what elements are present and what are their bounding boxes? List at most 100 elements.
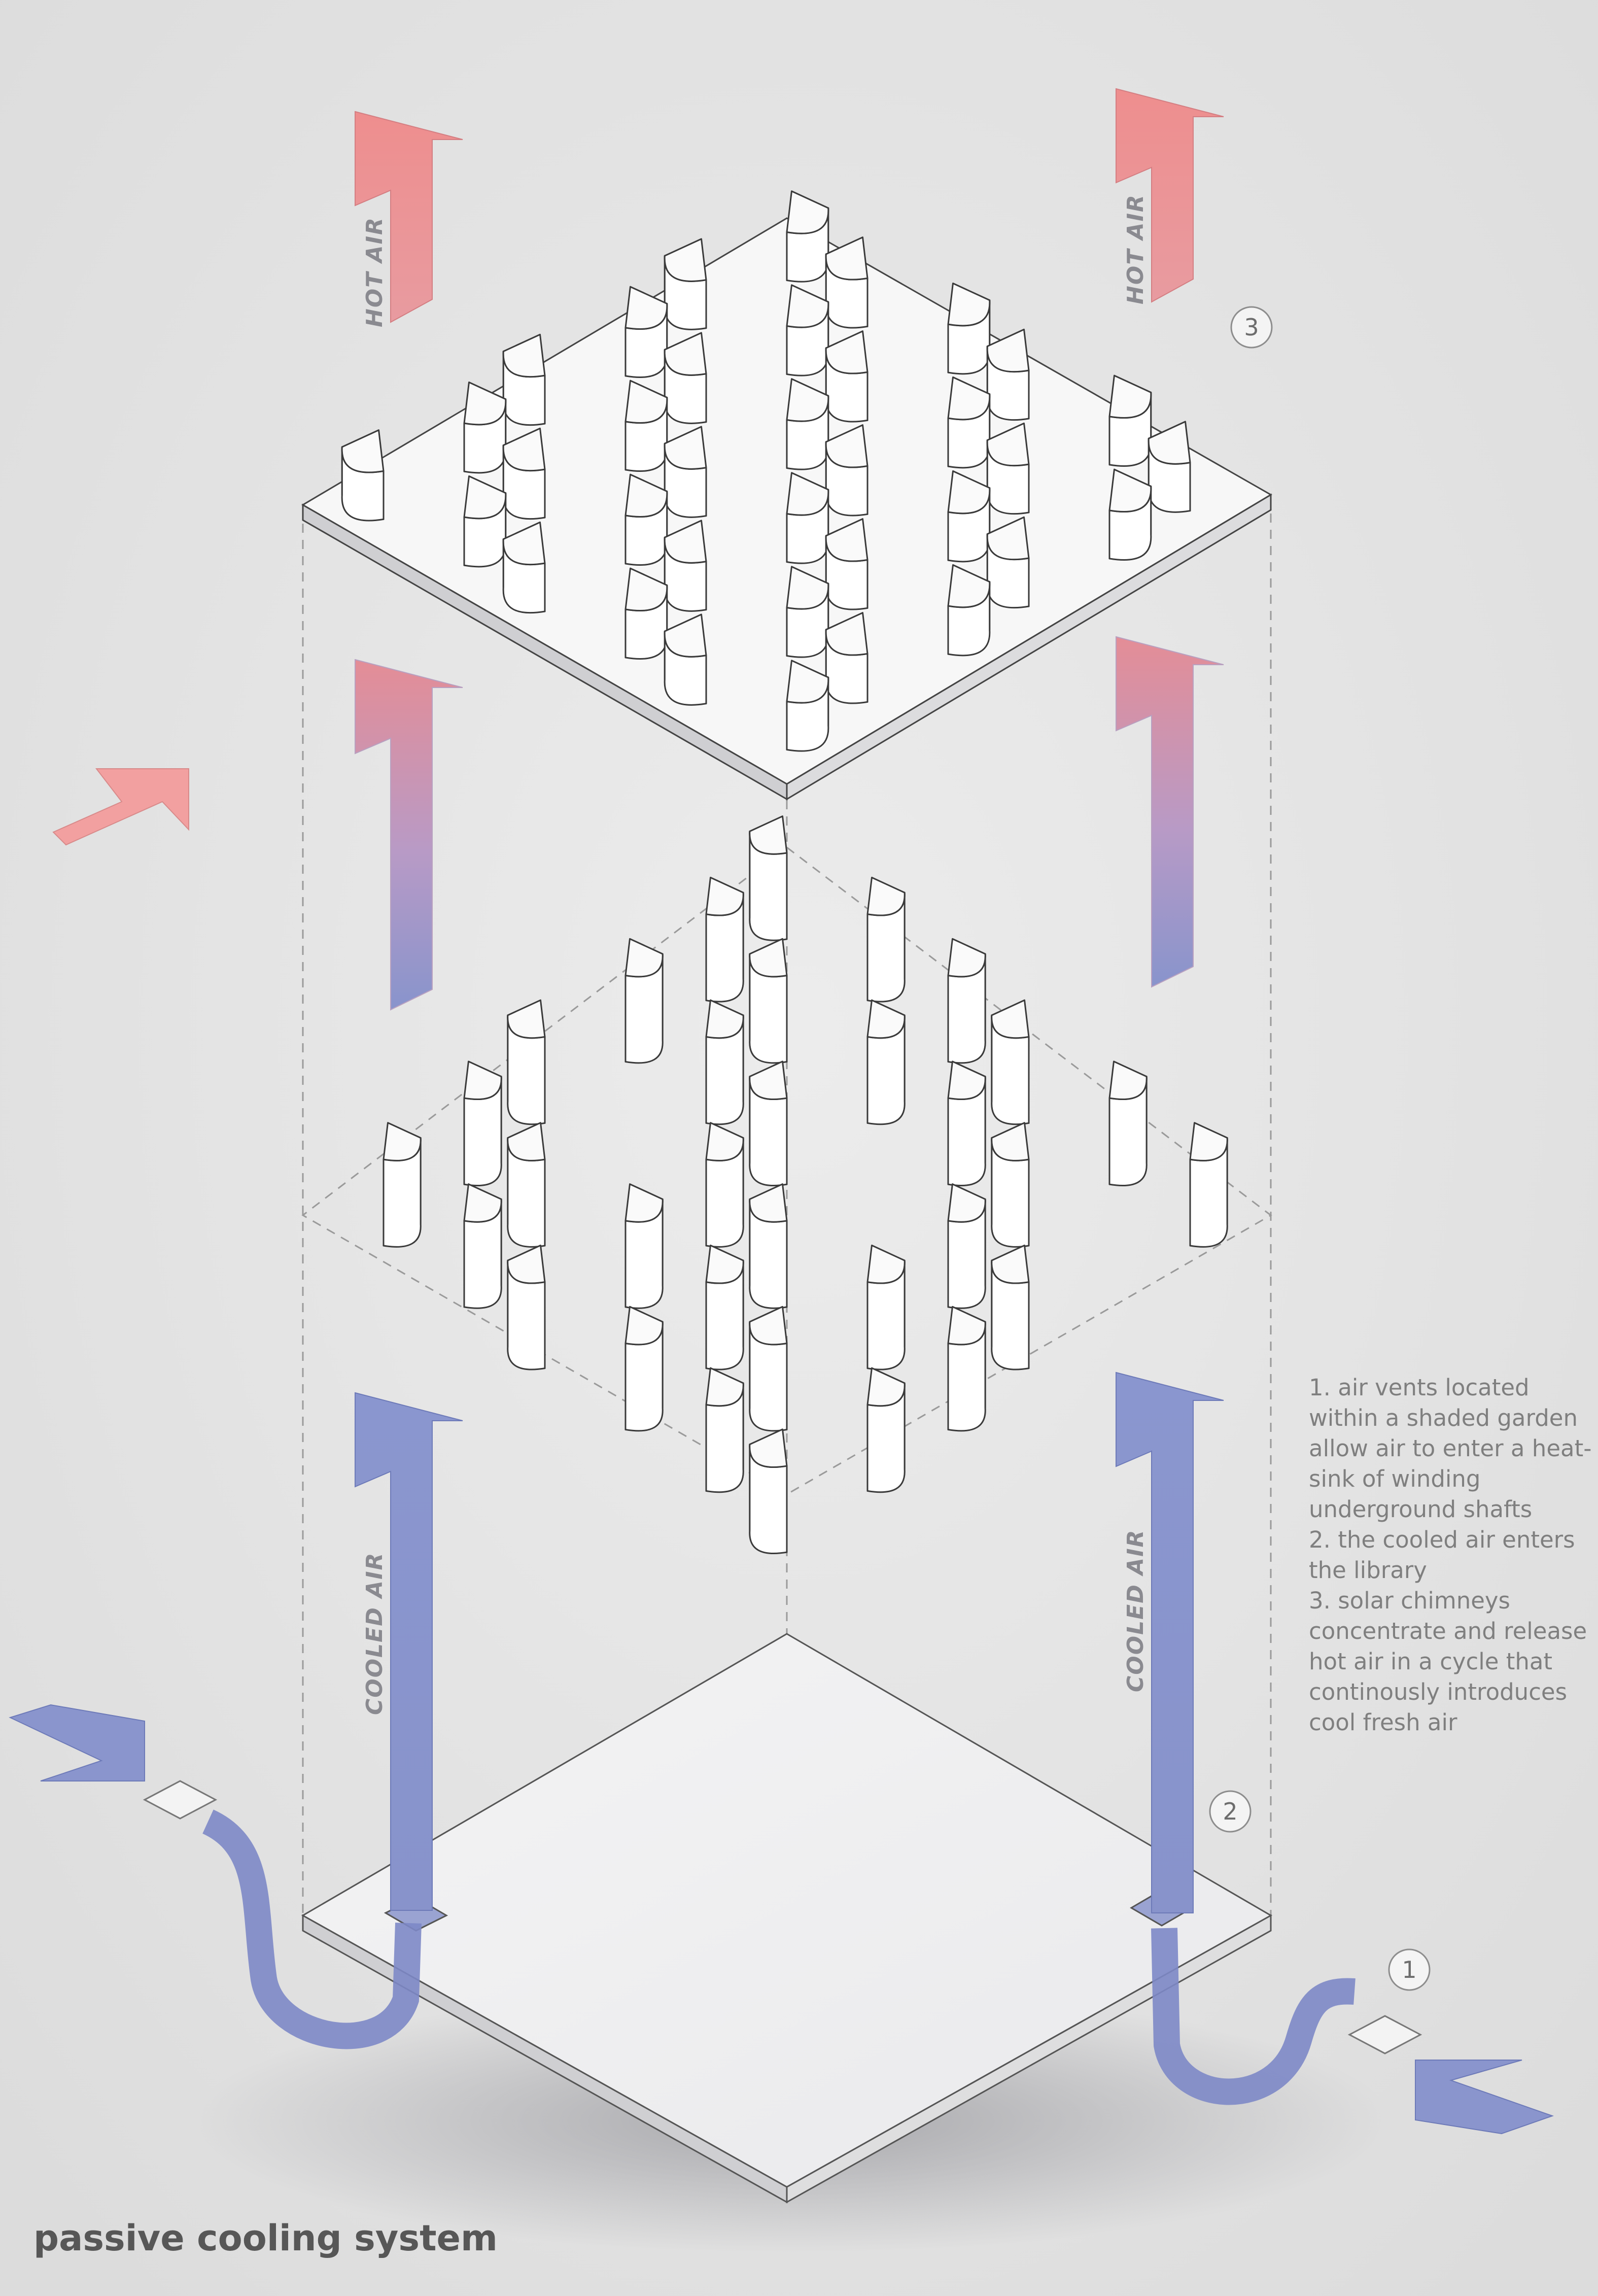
library-block-29-cap xyxy=(749,1306,788,1346)
underground-shaft-right xyxy=(1151,1928,1356,2105)
roof-chimney-17-cap xyxy=(502,427,546,472)
roof-chimney-4-cap xyxy=(624,286,668,330)
library-block-30-cap xyxy=(947,1306,986,1346)
roof-chimney-13-cap xyxy=(786,378,829,422)
roof-chimney-20-cap xyxy=(986,422,1030,467)
roof-chimney-26-cap xyxy=(1108,468,1152,512)
roof-chimney-5-cap xyxy=(786,284,829,328)
roof-chimney-7-cap xyxy=(502,333,546,378)
library-block-22-cap xyxy=(749,1183,788,1223)
note-2: 2. the cooled air enters the library xyxy=(1309,1526,1575,1584)
roof-chimneys xyxy=(341,190,1191,752)
roof-chimney-23-cap xyxy=(624,473,668,518)
roof-chimney-1-cap xyxy=(786,190,829,234)
roof-chimney-31-cap xyxy=(624,567,668,611)
roof-chimney-28-cap xyxy=(664,520,707,564)
library-block-6-cap xyxy=(947,938,986,978)
callout-3: 3 xyxy=(1230,306,1273,349)
note-3: 3. solar chimneys concentrate and releas… xyxy=(1309,1587,1587,1736)
library-block-9-cap xyxy=(866,999,906,1039)
roof-chimney-29-cap xyxy=(825,518,869,562)
library-block-5-cap xyxy=(749,938,788,978)
roof-chimney-2-cap xyxy=(664,238,707,282)
roof-layer xyxy=(301,190,1272,801)
library-block-33-cap xyxy=(749,1428,788,1468)
roof-chimney-25-cap xyxy=(947,470,991,515)
library-block-16-cap xyxy=(507,1122,546,1161)
library-block-3-cap xyxy=(866,876,906,916)
cooled-air-arrow-left xyxy=(355,1392,463,1911)
library-block-8-cap xyxy=(705,999,744,1039)
roof-chimney-16-cap xyxy=(341,429,385,473)
note-1: 1. air vents located within a shaded gar… xyxy=(1309,1374,1592,1523)
library-block-12-cap xyxy=(749,1060,788,1101)
callout-2-number: 2 xyxy=(1223,1798,1237,1825)
library-block-15-cap xyxy=(383,1122,422,1161)
vent-tile-left xyxy=(143,1780,218,1820)
roof-chimney-33-cap xyxy=(947,564,991,608)
roof-chimney-9-cap xyxy=(825,330,869,374)
library-block-31-cap xyxy=(705,1367,744,1407)
roof-chimney-12-cap xyxy=(624,380,668,424)
library-block-24-cap xyxy=(507,1244,546,1284)
roof-chimney-34-cap xyxy=(664,613,707,658)
hot-air-label-right: HOT AIR xyxy=(1123,194,1149,304)
callout-1: 1 xyxy=(1388,1948,1431,1991)
roof-chimney-11-cap xyxy=(463,381,507,426)
roof-chimney-22-cap xyxy=(463,475,507,520)
roof-chimney-6-cap xyxy=(947,282,991,327)
callout-1-number: 1 xyxy=(1402,1956,1416,1983)
hot-air-arrow-right xyxy=(1116,88,1224,303)
hot-air-label-left: HOT AIR xyxy=(362,217,388,327)
library-block-2-cap xyxy=(705,876,744,916)
intake-arrow-left xyxy=(9,1704,145,1781)
roof-chimney-35-cap xyxy=(825,612,869,656)
library-block-1-cap xyxy=(749,815,788,855)
cooled-air-label-left: COOLED AIR xyxy=(362,1552,388,1715)
library-block-20-cap xyxy=(463,1183,502,1223)
roof-chimney-32-cap xyxy=(786,566,829,610)
roof-chimney-8-cap xyxy=(664,332,707,376)
warming-air-arrow-right xyxy=(1116,636,1224,988)
solar-gain-arrow xyxy=(52,768,189,846)
library-block-17-cap xyxy=(705,1122,744,1161)
library-block-19-cap xyxy=(1189,1122,1228,1161)
library-block-10-cap xyxy=(991,999,1030,1039)
library-block-32-cap xyxy=(866,1367,906,1407)
underground-shaft-left xyxy=(202,1809,422,2049)
callout-2: 2 xyxy=(1209,1790,1252,1833)
roof-chimney-3-cap xyxy=(825,236,869,281)
cooled-air-arrow-right xyxy=(1116,1372,1224,1913)
library-block-26-cap xyxy=(866,1244,906,1284)
roof-chimney-24-cap xyxy=(786,472,829,516)
library-block-23-cap xyxy=(947,1183,986,1223)
floor-plate xyxy=(301,1633,1273,2204)
library-block-27-cap xyxy=(991,1244,1030,1284)
roof-chimney-36-cap xyxy=(786,660,829,704)
callout-3-number: 3 xyxy=(1244,314,1259,341)
library-block-4-cap xyxy=(624,938,664,978)
library-block-25-cap xyxy=(705,1244,744,1284)
library-block-14-cap xyxy=(1108,1060,1148,1101)
cooled-air-label-right: COOLED AIR xyxy=(1123,1529,1149,1692)
library-block-11-cap xyxy=(463,1060,502,1101)
hot-air-arrow-left xyxy=(355,111,463,323)
library-block-18-cap xyxy=(991,1122,1030,1161)
intake-arrow-right xyxy=(1415,2060,1554,2135)
roof-chimney-30-cap xyxy=(986,516,1030,561)
library-block-7-cap xyxy=(507,999,546,1039)
roof-chimney-19-cap xyxy=(825,424,869,468)
roof-chimney-15-cap xyxy=(1108,374,1152,419)
roof-chimney-27-cap xyxy=(502,521,546,566)
library-block-21-cap xyxy=(624,1183,664,1223)
explanatory-notes: 1. air vents located within a shaded gar… xyxy=(1309,1373,1593,1738)
roof-chimney-14-cap xyxy=(947,376,991,421)
roof-chimney-10-cap xyxy=(986,328,1030,373)
warming-air-arrow-left xyxy=(355,659,463,1011)
library-blocks xyxy=(383,815,1228,1555)
roof-chimney-18-cap xyxy=(664,426,707,470)
vent-tile-right xyxy=(1347,2015,1422,2054)
library-block-28-cap xyxy=(624,1306,664,1346)
library-layer xyxy=(383,815,1228,1555)
